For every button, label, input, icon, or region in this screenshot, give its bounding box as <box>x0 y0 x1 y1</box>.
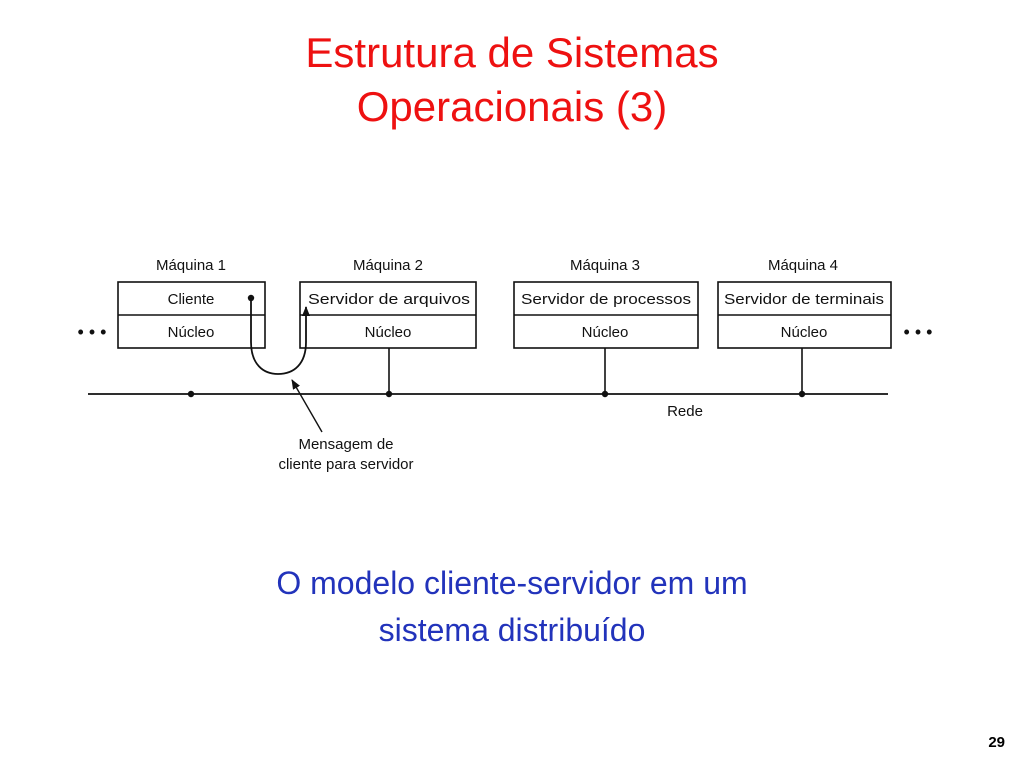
machine-3-label: Máquina 3 <box>570 257 640 274</box>
network-node-machine-2 <box>385 390 393 398</box>
machine-1-kernel: Núcleo <box>168 324 215 341</box>
message-path-arrow <box>250 298 310 375</box>
machine-2-kernel: Núcleo <box>365 324 412 341</box>
network-label: Rede <box>667 403 703 420</box>
slide-title: Estrutura de Sistemas Operacionais (3) <box>0 26 1024 134</box>
ellipsis-right: • • • <box>904 322 933 342</box>
slide-caption: O modelo cliente-servidor em um sistema … <box>0 560 1024 654</box>
machine-2-label: Máquina 2 <box>353 257 423 274</box>
slide-title-line-1: Estrutura de Sistemas <box>305 29 719 76</box>
slide-title-line-2: Operacionais (3) <box>356 83 668 130</box>
machine-1-label: Máquina 1 <box>156 257 226 274</box>
network-node-machine-3 <box>601 390 609 398</box>
machine-3-process: Servidor de processos <box>521 291 691 308</box>
slide-caption-line-1: O modelo cliente-servidor em um <box>276 565 748 601</box>
machine-3: Máquina 3 Servidor de processos Núcleo <box>513 257 699 349</box>
machine-4: Máquina 4 Servidor de terminais Núcleo <box>717 257 892 349</box>
network-node-machine-1 <box>187 390 195 398</box>
network-node-machine-4 <box>798 390 806 398</box>
ellipsis-left: • • • <box>78 322 107 342</box>
page-number: 29 <box>988 734 1005 751</box>
machine-4-label: Máquina 4 <box>768 257 838 274</box>
slide-caption-line-2: sistema distribuído <box>378 612 646 648</box>
machine-1-process: Cliente <box>168 291 215 308</box>
message-label-line-1: Mensagem de <box>298 436 393 453</box>
machine-1: Máquina 1 Cliente Núcleo <box>117 257 266 349</box>
message-label-line-2: cliente para servidor <box>278 456 413 473</box>
machine-4-process: Servidor de terminais <box>724 291 884 308</box>
machine-3-kernel: Núcleo <box>582 324 629 341</box>
message-pointer-arrow <box>291 379 323 433</box>
machine-2-process: Servidor de arquivos <box>308 291 470 308</box>
machine-2: Máquina 2 Servidor de arquivos Núcleo <box>299 257 477 349</box>
machine-4-kernel: Núcleo <box>781 324 828 341</box>
